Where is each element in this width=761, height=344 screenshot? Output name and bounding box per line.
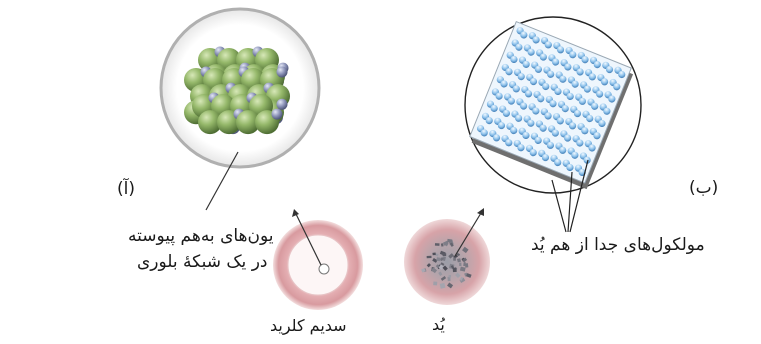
small-ion [272,109,283,120]
label-ionic-lattice-line2: در یک شبکهٔ بلوری [137,251,267,274]
label-iodine: یُد [432,314,445,336]
iodine-crystal [453,268,457,272]
iodine-crystal [459,263,461,266]
sodium-chloride-dish [273,220,363,310]
iodine-crystal [449,275,451,277]
iodine-crystal [453,257,456,260]
ionic-lattice-cluster [184,47,290,135]
iodine-crystal [443,253,447,256]
pointer-arrowhead-nacl [292,209,299,217]
iodine-crystal [436,257,440,261]
label-separate-molecules: مولکول‌های جدا از هم یُد [531,234,705,257]
label-part-a: (آ) [117,178,135,201]
iodine-crystal [447,239,452,243]
small-ion [277,99,288,110]
iodine-crystal [432,253,435,256]
small-ion [277,67,288,78]
label-sodium-chloride: سدیم کلرید [270,315,347,337]
iodine-crystal [435,243,440,246]
iodine-dish [404,219,490,305]
label-ionic-lattice-line1: یون‌های به‌هم پیوسته [128,225,274,248]
label-part-b: (ب) [689,177,718,200]
iodine-crystal [427,256,432,258]
iodine-crystal [433,281,437,285]
